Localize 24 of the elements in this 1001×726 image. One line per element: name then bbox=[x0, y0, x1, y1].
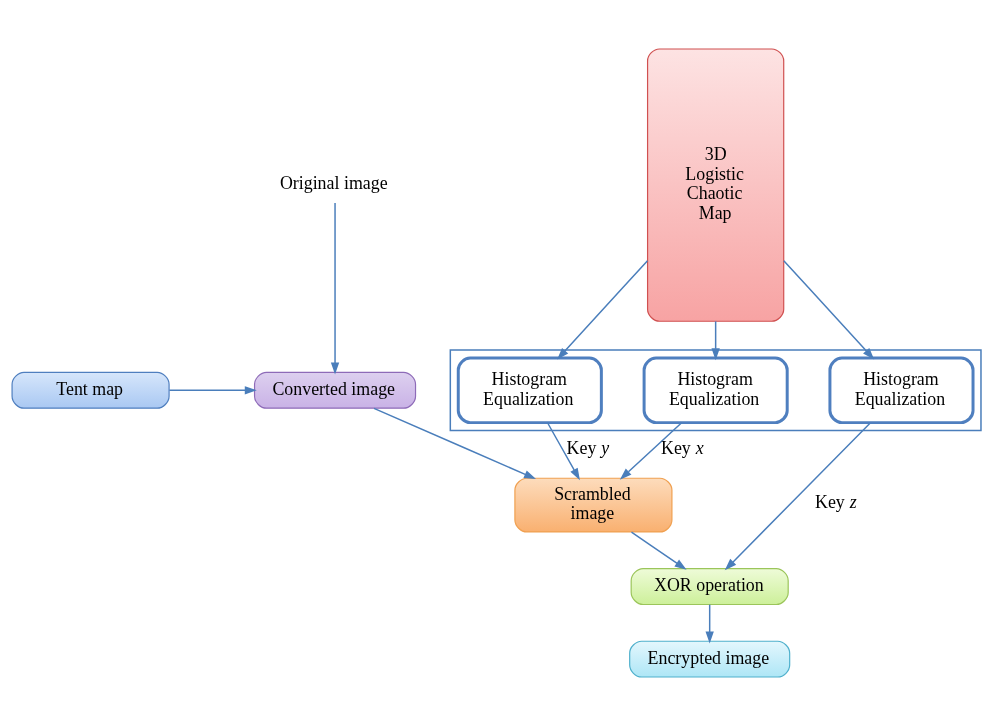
node-box: 3D Logistic Chaotic Map bbox=[646, 48, 785, 322]
arrow bbox=[711, 320, 720, 361]
arrow bbox=[168, 386, 257, 395]
arrow bbox=[619, 422, 683, 480]
edge-label: Key z bbox=[815, 492, 857, 513]
node-box: Tent map bbox=[11, 371, 170, 409]
edge-label: Key x bbox=[660, 437, 704, 458]
arrow bbox=[705, 603, 714, 644]
node-box: Histogram Equalization bbox=[456, 356, 603, 425]
node-box: Encrypted image bbox=[629, 640, 791, 678]
arrow bbox=[724, 422, 871, 571]
edge-label: Key y bbox=[566, 437, 610, 458]
node-box: Histogram Equalization bbox=[642, 356, 789, 425]
arrow bbox=[630, 531, 687, 570]
arrow bbox=[330, 202, 340, 375]
arrow bbox=[557, 259, 649, 360]
arrow bbox=[783, 259, 875, 360]
node-box: Histogram Equalization bbox=[828, 356, 975, 425]
node-box: Converted image bbox=[253, 371, 417, 409]
node-box: XOR operation bbox=[630, 568, 789, 606]
arrow bbox=[373, 407, 537, 480]
node-box: Scrambled image bbox=[514, 477, 673, 533]
arrow bbox=[546, 422, 580, 481]
node-text: Original image bbox=[279, 173, 388, 194]
